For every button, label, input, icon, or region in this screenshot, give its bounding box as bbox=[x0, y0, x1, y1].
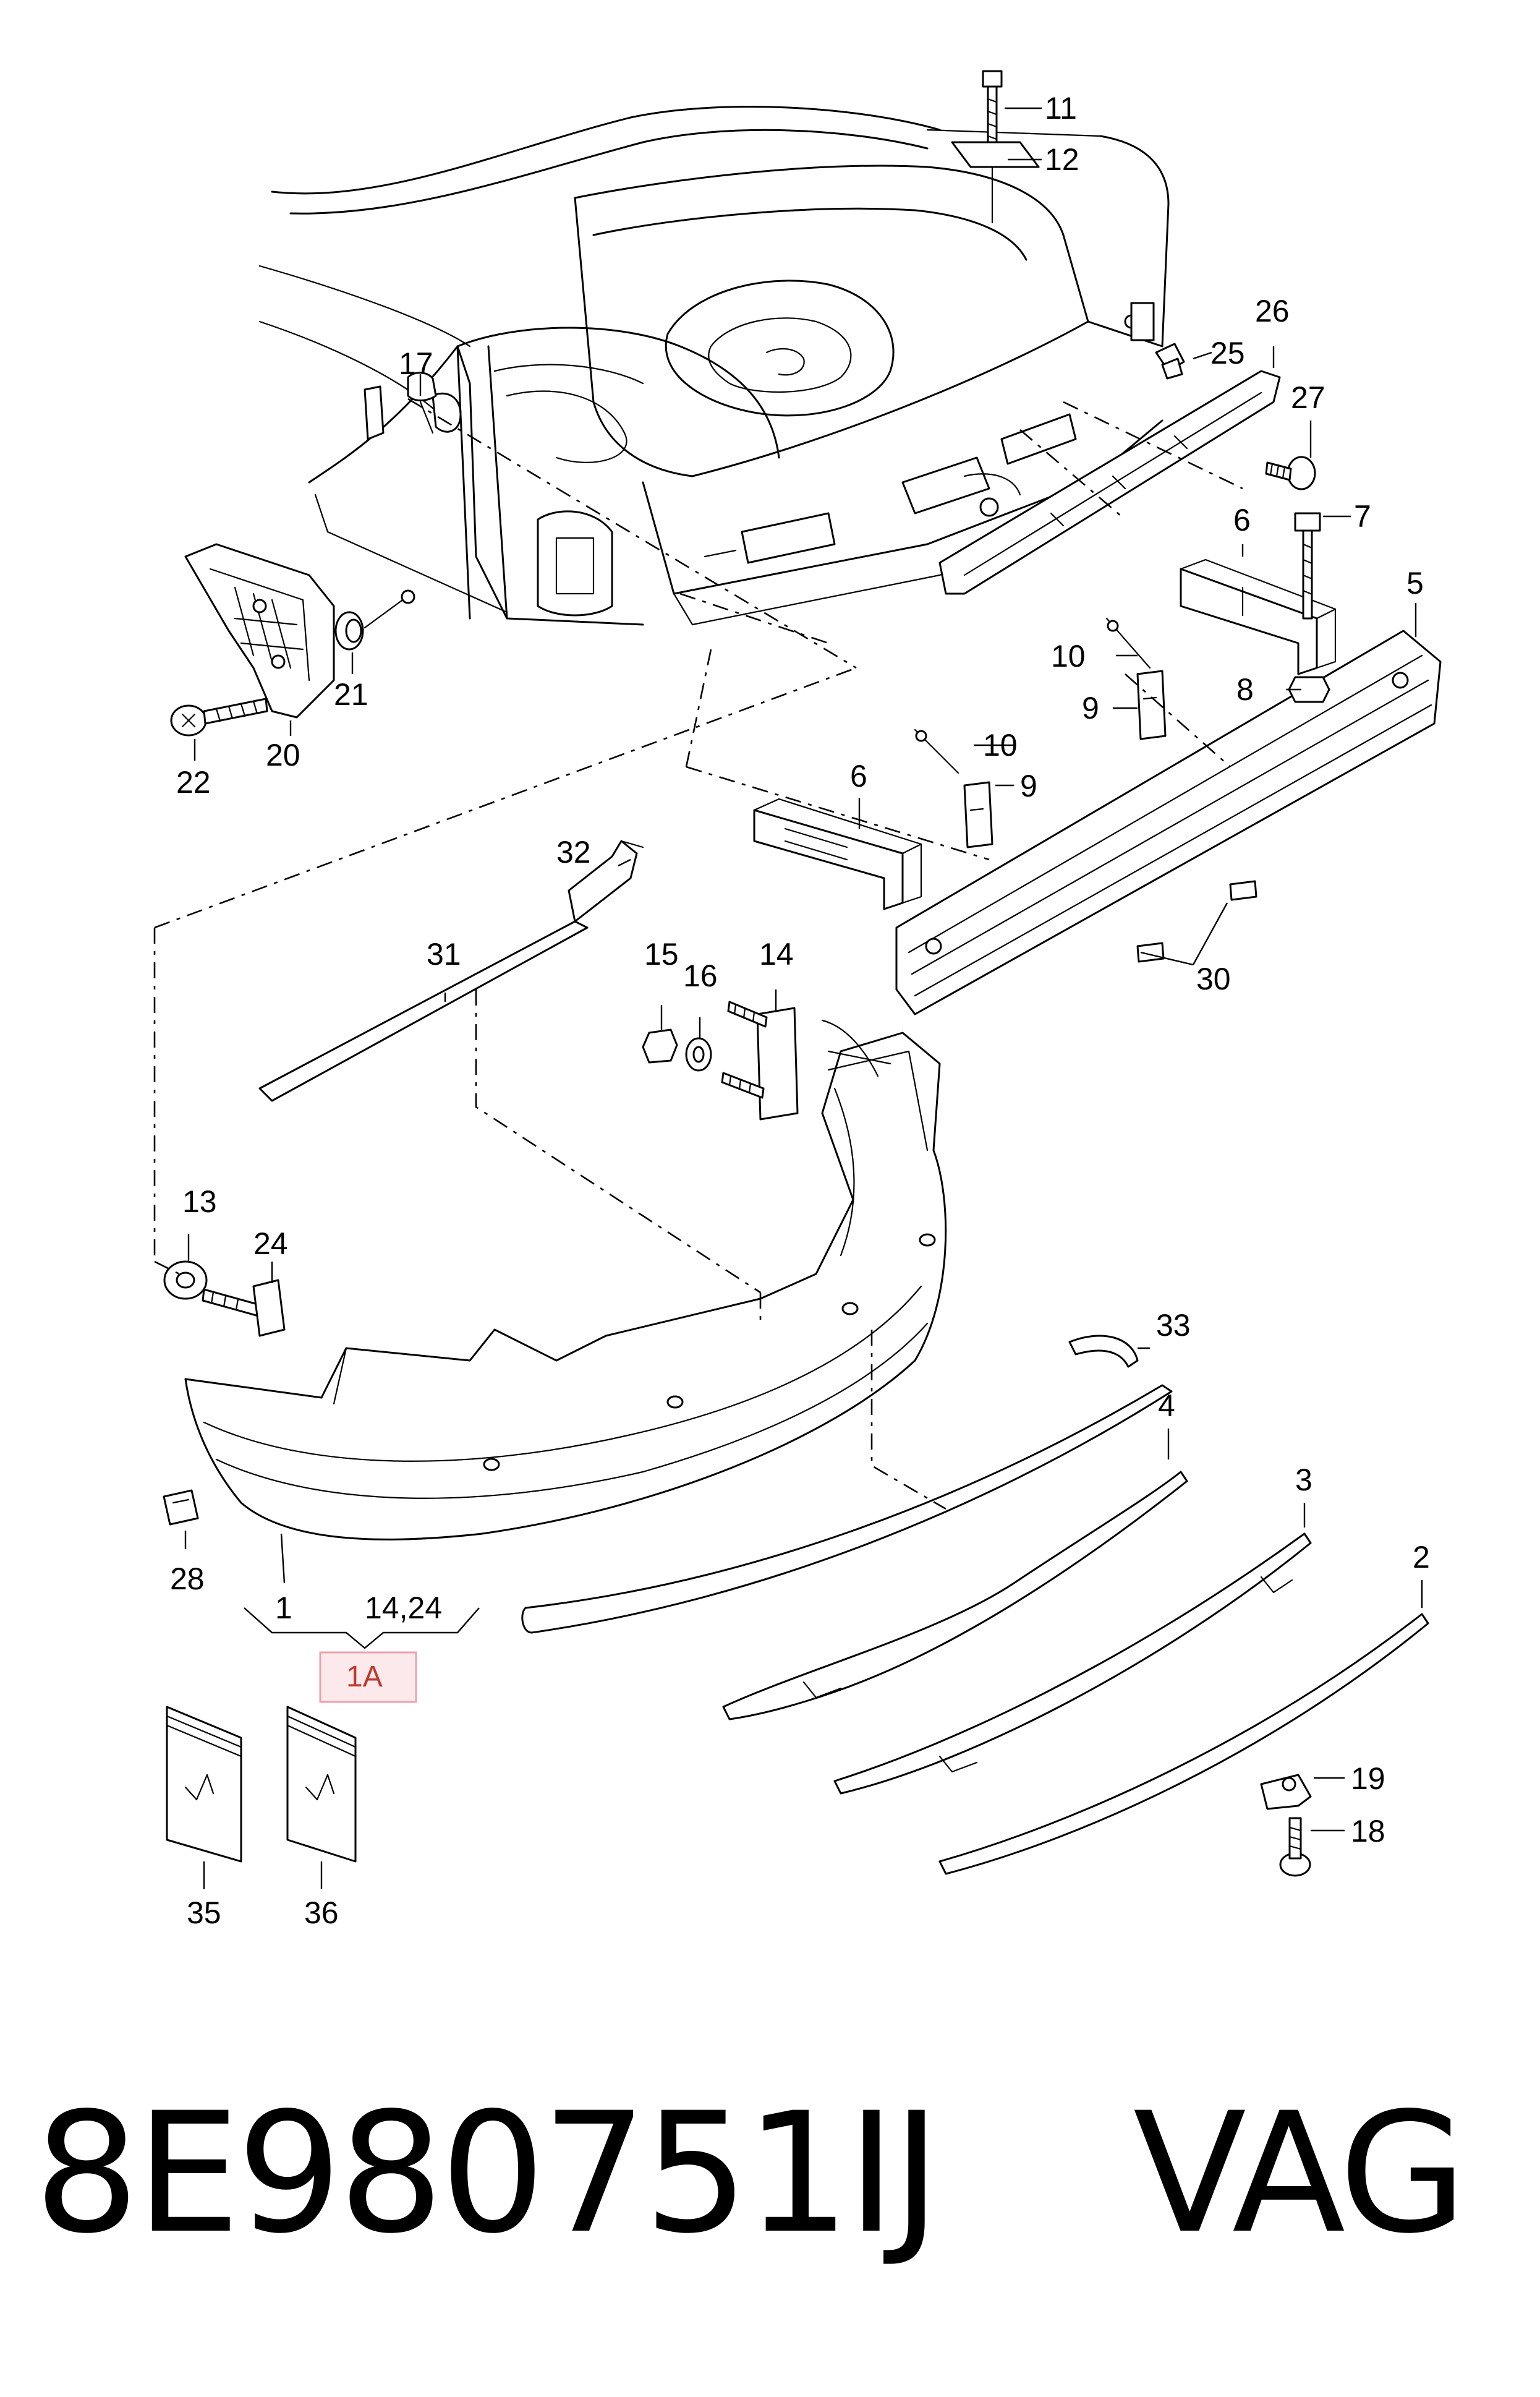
assembly-guide-lines bbox=[153, 398, 1243, 1510]
assembly-box-frame bbox=[319, 1651, 417, 1703]
repair-kit-36 bbox=[286, 1706, 357, 1863]
callout-8: 8 bbox=[1236, 672, 1254, 707]
part-number: 8E980751IJ bbox=[34, 2077, 941, 2270]
callout-labels: 11 12 17 26 25 27 6 7 5 10 8 9 21 20 22 … bbox=[170, 91, 1430, 1930]
callout-24: 24 bbox=[253, 1226, 288, 1261]
leader-lines bbox=[184, 107, 1423, 1889]
bolt-24 bbox=[202, 1279, 286, 1337]
bracket-6-right bbox=[1180, 558, 1337, 675]
bracket-6-left bbox=[753, 798, 922, 910]
callout-31: 31 bbox=[427, 937, 461, 972]
clip-17 bbox=[407, 372, 437, 434]
rivet-10-left bbox=[914, 728, 959, 774]
callout-9-left: 9 bbox=[1020, 769, 1037, 803]
repair-kit-35 bbox=[166, 1706, 242, 1863]
callout-12: 12 bbox=[1045, 142, 1079, 177]
callout-28: 28 bbox=[170, 1562, 205, 1596]
trim-strip-33 bbox=[521, 1335, 1173, 1634]
callout-3: 3 bbox=[1295, 1463, 1312, 1497]
trim-strip-4 bbox=[722, 1471, 1188, 1720]
callout-35: 35 bbox=[187, 1895, 221, 1930]
rivet-10-right bbox=[1105, 617, 1151, 669]
callout-6-left: 6 bbox=[850, 759, 867, 793]
callout-14-24: 14,24 bbox=[365, 1591, 442, 1625]
screw-22 bbox=[170, 698, 268, 737]
callout-18: 18 bbox=[1351, 1814, 1385, 1848]
callout-33: 33 bbox=[1156, 1308, 1191, 1343]
grommet-21 bbox=[334, 589, 415, 651]
clip-9-left bbox=[963, 781, 993, 848]
washer-16 bbox=[685, 1037, 712, 1072]
bolt-11-12 bbox=[951, 70, 1040, 224]
guide-32 bbox=[568, 840, 644, 923]
callout-11: 11 bbox=[1045, 91, 1077, 126]
trim-strip-3 bbox=[833, 1532, 1312, 1795]
assembly-box-label: 1A bbox=[346, 1660, 383, 1693]
clip-19 bbox=[1260, 1774, 1312, 1810]
callout-30: 30 bbox=[1196, 962, 1231, 996]
callout-1: 1 bbox=[275, 1591, 292, 1625]
clip-25 bbox=[1155, 343, 1185, 380]
callout-15: 15 bbox=[644, 937, 679, 972]
callout-32: 32 bbox=[556, 835, 591, 870]
callout-27: 27 bbox=[1291, 380, 1325, 415]
callout-6-right: 6 bbox=[1233, 503, 1251, 537]
callout-20: 20 bbox=[266, 738, 300, 772]
callout-9-right: 9 bbox=[1082, 691, 1099, 725]
bumper-cover-1 bbox=[184, 1019, 947, 1540]
callout-21: 21 bbox=[334, 677, 368, 712]
clip-9-right bbox=[1136, 670, 1167, 740]
screw-18 bbox=[1279, 1817, 1311, 1877]
callout-2: 2 bbox=[1413, 1540, 1430, 1574]
callout-13: 13 bbox=[182, 1184, 217, 1219]
buffer-30 bbox=[1136, 880, 1257, 963]
guide-strip-31 bbox=[258, 920, 589, 1102]
callout-26: 26 bbox=[1255, 294, 1290, 328]
callout-14: 14 bbox=[759, 937, 794, 972]
assembly-box-1a: 1A bbox=[319, 1651, 417, 1703]
grommet-13 bbox=[163, 1260, 208, 1300]
callout-19: 19 bbox=[1351, 1761, 1385, 1796]
callout-10-right: 10 bbox=[1051, 639, 1086, 673]
bolt-7 bbox=[1294, 512, 1321, 620]
callout-36: 36 bbox=[304, 1895, 339, 1930]
part-number-caption: 8E980751IJ VAG bbox=[34, 2072, 1518, 2276]
screw-27 bbox=[1265, 456, 1316, 490]
brand-name: VAG bbox=[1133, 2077, 1467, 2270]
callout-25: 25 bbox=[1210, 336, 1245, 370]
trim-strip-2 bbox=[938, 1613, 1429, 1875]
callout-16: 16 bbox=[683, 959, 718, 993]
callout-22: 22 bbox=[176, 765, 211, 800]
bracket-20 bbox=[184, 543, 335, 719]
impact-beam-5 bbox=[895, 630, 1442, 1015]
callout-10-left: 10 bbox=[983, 728, 1018, 763]
clip-28 bbox=[163, 1489, 199, 1526]
nut-15 bbox=[642, 1028, 678, 1064]
callout-4: 4 bbox=[1158, 1388, 1175, 1423]
trim-strip-26 bbox=[938, 370, 1281, 595]
stud-bracket-14 bbox=[721, 1001, 799, 1121]
callout-7: 7 bbox=[1354, 499, 1371, 534]
callout-5: 5 bbox=[1406, 566, 1424, 600]
callout-17: 17 bbox=[399, 346, 433, 381]
